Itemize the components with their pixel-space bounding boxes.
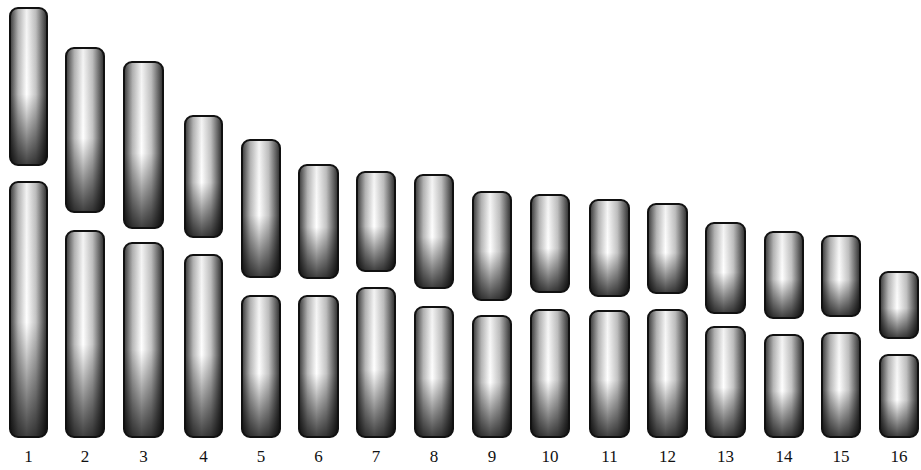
chromosome-shading — [415, 175, 453, 288]
chromosome-shading — [66, 48, 104, 212]
chromosome-shading — [880, 272, 918, 338]
chromosome-number: 2 — [81, 448, 90, 465]
chromosome-shading — [124, 243, 163, 437]
chromosome-arm — [590, 200, 629, 296]
chromosome-arm — [242, 296, 280, 437]
chromosome-shading — [822, 236, 860, 316]
chromosome-arm — [648, 204, 687, 293]
chromosome-arm — [10, 8, 47, 165]
chromosome-shading — [185, 255, 222, 437]
chromosome-number: 14 — [776, 448, 793, 465]
chromosome-shading — [299, 165, 338, 278]
chromosome-arm — [357, 172, 395, 271]
chromosome-shading — [415, 307, 453, 437]
chromosome-shading — [185, 116, 222, 237]
chromosome-number: 3 — [139, 448, 148, 465]
chromosome-arm — [415, 175, 453, 288]
chromosome-number: 12 — [659, 448, 676, 465]
chromosome-number: 5 — [257, 448, 266, 465]
chromosome-shading — [473, 316, 511, 437]
chromosome-arm — [706, 327, 745, 437]
chromosome-number: 6 — [314, 448, 323, 465]
chromosome-shading — [706, 327, 745, 437]
chromosome-arm — [242, 140, 280, 277]
chromosome-shading — [590, 311, 629, 437]
chromosome-arm — [473, 192, 511, 300]
chromosome-arm — [765, 232, 803, 318]
chromosome-shading — [66, 231, 104, 437]
chromosome-shading — [299, 296, 338, 437]
chromosome-arm — [880, 355, 918, 437]
chromosome-shading — [357, 288, 395, 437]
chromosome-shading — [242, 296, 280, 437]
chromosome-arm — [822, 236, 860, 316]
chromosome-arm — [822, 333, 860, 437]
chromosome-number: 8 — [430, 448, 439, 465]
chromosome-arm — [531, 310, 569, 437]
chromosome-shading — [822, 333, 860, 437]
chromosome-shading — [765, 335, 803, 437]
chromosome-shading — [357, 172, 395, 271]
chromosome-arm — [185, 116, 222, 237]
chromosome-arm — [415, 307, 453, 437]
chromosome-shading — [531, 195, 569, 292]
chromosome-shading — [648, 310, 687, 437]
chromosome-arm — [124, 243, 163, 437]
chromosome-number: 11 — [601, 448, 617, 465]
chromosome-number: 4 — [199, 448, 208, 465]
chromosome-shading — [242, 140, 280, 277]
chromosome-arm — [299, 165, 338, 278]
chromosome-arm — [648, 310, 687, 437]
chromosome-arm — [706, 223, 745, 313]
chromosome-shading — [765, 232, 803, 318]
chromosome-arm — [473, 316, 511, 437]
chromosome-arm — [124, 62, 163, 228]
chromosome-arm — [880, 272, 918, 338]
chromosome-arm — [357, 288, 395, 437]
chromosome-shading — [10, 182, 47, 437]
chromosome-shading — [648, 204, 687, 293]
chromosome-arm — [10, 182, 47, 437]
chromosome-arm — [531, 195, 569, 292]
chromosome-number: 7 — [372, 448, 381, 465]
chromosome-number: 16 — [891, 448, 908, 465]
chromosome-number: 10 — [542, 448, 559, 465]
chromosome-shading — [473, 192, 511, 300]
chromosome-arm — [765, 335, 803, 437]
chromosome-number: 9 — [488, 448, 497, 465]
chromosome-shading — [706, 223, 745, 313]
chromosome-shading — [531, 310, 569, 437]
chromosome-shading — [880, 355, 918, 437]
chromosome-shading — [10, 8, 47, 165]
chromosome-shading — [590, 200, 629, 296]
chromosome-shading — [124, 62, 163, 228]
chromosome-arm — [66, 231, 104, 437]
chromosome-arm — [590, 311, 629, 437]
chromosome-number: 1 — [24, 448, 33, 465]
chromosome-number: 13 — [717, 448, 734, 465]
chromosome-arm — [185, 255, 222, 437]
chromosome-arm — [299, 296, 338, 437]
chromosome-number: 15 — [833, 448, 850, 465]
chromosome-arm — [66, 48, 104, 212]
